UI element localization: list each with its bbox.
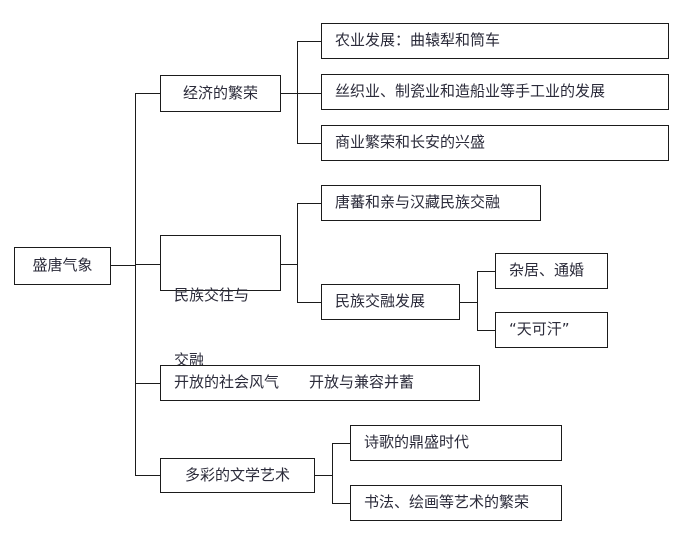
- node-ethnic-label-line1: 民族交往与: [174, 285, 250, 304]
- node-economy-label: 经济的繁荣: [182, 83, 258, 102]
- node-calligraphy-label: 书法、绘画等艺术的繁荣: [364, 493, 530, 512]
- node-tubo[interactable]: 唐蕃和亲与汉藏民族交融: [321, 185, 541, 221]
- node-root[interactable]: 盛唐气象: [14, 247, 111, 285]
- connector-trunk-ethnic: [135, 264, 161, 266]
- node-root-label: 盛唐气象: [32, 256, 93, 275]
- connector-economy-out: [280, 93, 298, 95]
- connector-trunk-economy: [135, 93, 161, 95]
- node-cohabit[interactable]: 杂居、通婚: [495, 253, 608, 289]
- node-economy[interactable]: 经济的繁荣: [160, 75, 281, 112]
- connector-arts-calligraphy: [332, 503, 351, 505]
- node-arts-label: 多彩的文学艺术: [184, 465, 290, 484]
- node-tubo-label: 唐蕃和亲与汉藏民族交融: [335, 193, 501, 212]
- node-poetry[interactable]: 诗歌的鼎盛时代: [350, 425, 562, 461]
- connector-ethnic-out: [280, 264, 298, 266]
- connector-main-trunk: [135, 93, 137, 476]
- connector-fusion-spine: [477, 271, 479, 331]
- connector-trunk-society: [135, 383, 161, 385]
- connector-ethnic-spine: [297, 203, 299, 303]
- connector-fusion-out: [459, 302, 478, 304]
- node-commerce[interactable]: 商业繁荣和长安的兴盛: [321, 125, 669, 161]
- connector-fusion-tiankehan: [477, 330, 496, 332]
- node-agriculture[interactable]: 农业发展：曲辕犁和筒车: [321, 23, 669, 59]
- connector-economy-handicraft: [297, 93, 322, 95]
- node-ethnic-label-line2: 交融: [174, 350, 205, 369]
- node-society-label: 开放的社会风气 开放与兼容并蓄: [174, 373, 415, 392]
- connector-economy-agriculture: [297, 41, 322, 43]
- node-society[interactable]: 开放的社会风气 开放与兼容并蓄: [160, 365, 480, 401]
- connector-root-to-trunk: [110, 265, 136, 267]
- connector-trunk-arts: [135, 475, 161, 477]
- node-handicraft[interactable]: 丝织业、制瓷业和造船业等手工业的发展: [321, 74, 669, 110]
- node-commerce-label: 商业繁荣和长安的兴盛: [335, 133, 486, 152]
- connector-ethnic-fusion: [297, 302, 322, 304]
- connector-ethnic-tubo: [297, 203, 322, 205]
- node-tiankehan-label: “天可汗”: [509, 320, 570, 339]
- node-tiankehan[interactable]: “天可汗”: [495, 312, 608, 348]
- connector-economy-spine: [297, 41, 299, 143]
- connector-economy-commerce: [297, 143, 322, 145]
- node-fusion[interactable]: 民族交融发展: [321, 284, 460, 320]
- node-poetry-label: 诗歌的鼎盛时代: [364, 433, 470, 452]
- node-handicraft-label: 丝织业、制瓷业和造船业等手工业的发展: [335, 82, 606, 101]
- connector-fusion-cohabit: [477, 271, 496, 273]
- node-fusion-label: 民族交融发展: [335, 292, 426, 311]
- node-ethnic[interactable]: 民族交往与 交融: [160, 235, 281, 369]
- node-agriculture-label: 农业发展：曲辕犁和筒车: [335, 31, 501, 50]
- connector-arts-poetry: [332, 443, 351, 445]
- node-cohabit-label: 杂居、通婚: [509, 261, 585, 280]
- connector-arts-spine: [332, 443, 334, 504]
- connector-arts-out: [314, 475, 333, 477]
- node-arts[interactable]: 多彩的文学艺术: [160, 458, 315, 493]
- node-calligraphy[interactable]: 书法、绘画等艺术的繁荣: [350, 485, 562, 521]
